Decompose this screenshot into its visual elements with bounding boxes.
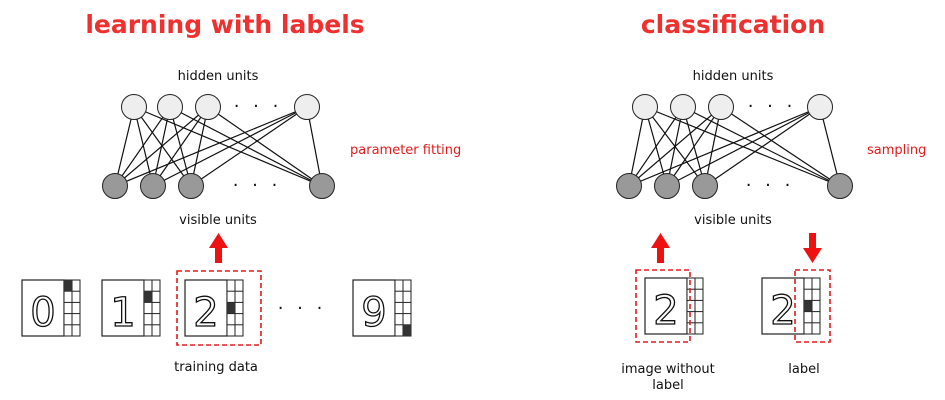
left-hidden-units-label: hidden units (178, 69, 259, 84)
training-sample-9: 9 (352, 279, 412, 337)
hidden-unit-node (807, 94, 833, 120)
visible-unit-node (309, 173, 335, 199)
digit-glyph: 0 (30, 290, 55, 336)
hidden-unit-node (157, 94, 183, 120)
image-without-label-text-line1: image without (621, 362, 715, 377)
hidden-unit-node (195, 94, 221, 120)
samples-ellipsis: · · · (278, 298, 327, 319)
digit-glyph: 2 (653, 288, 678, 334)
right-hidden-units-label: hidden units (693, 69, 774, 84)
hidden-unit-node (294, 94, 320, 120)
visible-unit-node (827, 173, 853, 199)
hidden-unit-node (632, 94, 658, 120)
left-visible-units (102, 173, 335, 199)
label-sample: 2 (761, 269, 831, 343)
right-visible-ellipsis: · · · (746, 175, 795, 196)
right-hidden-ellipsis: · · · (748, 96, 797, 117)
image-without-label-text-line2: label (652, 378, 683, 393)
image-highlight (635, 269, 691, 343)
left-network (114, 106, 323, 187)
parameter-fitting-label: parameter fitting (350, 143, 461, 158)
visible-unit-node (654, 173, 680, 199)
left-hidden-units (121, 94, 320, 120)
training-sample-2: 2 (176, 270, 262, 346)
digit-glyph: 9 (361, 290, 386, 336)
visible-unit-node (140, 173, 166, 199)
training-sample-0: 0 (21, 279, 81, 337)
down-arrow-icon (803, 233, 822, 263)
hidden-unit-node (121, 94, 147, 120)
digit-glyph: 2 (770, 288, 795, 334)
sampling-label: sampling (867, 143, 926, 158)
training-data-label: training data (174, 360, 258, 375)
hidden-unit-node (708, 94, 734, 120)
right-hidden-units (632, 94, 833, 120)
right-network (628, 106, 841, 187)
hidden-unit-node (670, 94, 696, 120)
selection-highlight (176, 270, 262, 346)
left-visible-units-label: visible units (179, 213, 257, 228)
left-hidden-ellipsis: · · · (234, 96, 283, 117)
visible-unit-node (616, 173, 642, 199)
right-title: classification (641, 10, 825, 39)
up-arrow-icon (209, 233, 228, 263)
right-visible-units-label: visible units (694, 213, 772, 228)
label-highlight (794, 269, 831, 343)
right-visible-units (616, 173, 853, 199)
label-text: label (788, 362, 819, 377)
digit-glyph: 2 (193, 290, 218, 336)
up-arrow-icon (651, 233, 670, 263)
visible-unit-node (102, 173, 128, 199)
visible-unit-node (178, 173, 204, 199)
unlabeled-image-sample: 2 (635, 269, 704, 343)
left-visible-ellipsis: · · · (233, 175, 282, 196)
digit-glyph: 1 (110, 290, 135, 336)
visible-unit-node (692, 173, 718, 199)
training-sample-1: 1 (101, 279, 161, 337)
left-title: learning with labels (85, 10, 364, 39)
